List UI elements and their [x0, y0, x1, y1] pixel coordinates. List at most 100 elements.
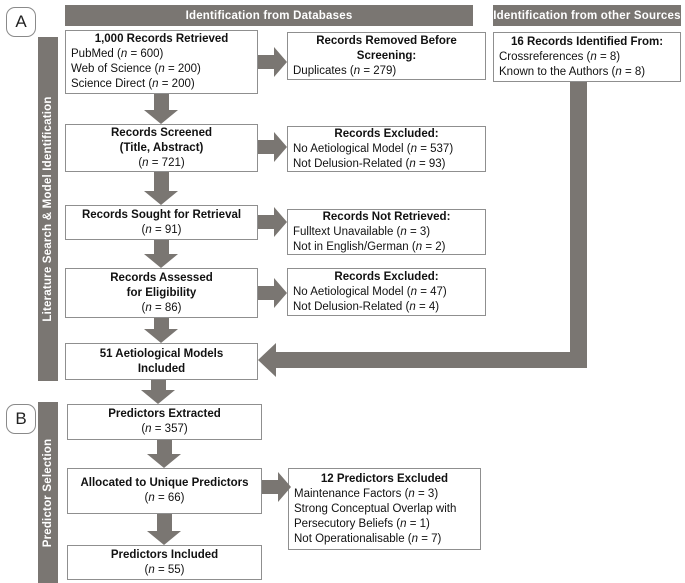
arrow-head	[144, 191, 178, 205]
down-arrow-icon	[144, 240, 178, 268]
connector-vertical-segment	[570, 82, 587, 368]
box-line: No Aetiological Model (n = 47)	[293, 285, 447, 298]
arrow-shaft	[258, 55, 274, 69]
sidebar-predictor-selection: Predictor Selection	[38, 402, 58, 583]
box-line: Not in English/German (n = 2)	[293, 240, 446, 253]
box-records-excluded-eligibility: Records Excluded: No Aetiological Model …	[287, 268, 486, 316]
right-arrow-icon	[262, 472, 291, 502]
arrow-head	[147, 531, 181, 545]
box-line: Fulltext Unavailable (n = 3)	[293, 225, 431, 238]
arrow-shaft	[258, 215, 274, 229]
arrow-head	[141, 390, 175, 404]
arrow-head	[274, 47, 287, 77]
arrow-shaft	[258, 140, 274, 154]
panel-b-badge: B	[6, 404, 36, 434]
box-records-retrieved: 1,000 Records Retrieved PubMed (n = 600)…	[65, 30, 258, 94]
arrow-head	[147, 454, 181, 468]
box-line: Strong Conceptual Overlap with	[294, 502, 457, 515]
header-identification-from-other-sources: Identification from other Sources	[493, 5, 681, 26]
box-title: for Eligibility	[126, 286, 197, 299]
box-line: Not Delusion-Related (n = 93)	[293, 157, 446, 170]
arrow-head	[144, 254, 178, 268]
arrow-shaft	[150, 380, 166, 390]
arrow-head	[274, 278, 287, 308]
box-title: Records Not Retrieved:	[322, 210, 451, 223]
right-arrow-icon	[258, 207, 287, 237]
box-aetiological-models-included: 51 Aetiological Models Included	[65, 343, 258, 380]
box-line: (n = 66)	[144, 492, 185, 504]
box-title: 51 Aetiological Models	[99, 347, 224, 360]
box-title: Allocated to Unique Predictors	[80, 477, 249, 489]
box-line: (n = 91)	[141, 223, 182, 236]
box-line: (n = 721)	[138, 156, 185, 169]
box-line: Persecutory Beliefs (n = 1)	[294, 517, 430, 530]
box-title: Records Excluded:	[334, 270, 439, 283]
arrow-shaft	[156, 514, 172, 531]
header-identification-from-databases: Identification from Databases	[65, 5, 473, 26]
box-line: Not Operationalisable (n = 7)	[294, 532, 442, 545]
box-predictors-extracted: Predictors Extracted (n = 357)	[67, 404, 262, 440]
box-line: Science Direct (n = 200)	[71, 78, 195, 90]
box-line: Not Delusion-Related (n = 4)	[293, 300, 440, 313]
right-arrow-icon	[258, 132, 287, 162]
down-arrow-icon	[147, 440, 181, 468]
box-title: Screening:	[356, 49, 417, 62]
down-arrow-icon	[147, 514, 181, 545]
sidebar-literature-search-label: Literature Search & Model Identification	[42, 96, 54, 322]
box-line: Duplicates (n = 279)	[293, 64, 397, 77]
box-allocated-unique-predictors: Allocated to Unique Predictors (n = 66)	[67, 468, 262, 514]
arrow-shaft	[153, 240, 169, 254]
box-line: Maintenance Factors (n = 3)	[294, 487, 439, 500]
box-predictors-excluded: 12 Predictors Excluded Maintenance Facto…	[288, 468, 481, 550]
sidebar-predictor-selection-label: Predictor Selection	[42, 438, 54, 547]
down-arrow-icon	[141, 380, 175, 404]
right-arrow-icon	[258, 278, 287, 308]
box-records-excluded-screening: Records Excluded: No Aetiological Model …	[287, 126, 486, 172]
box-line: Known to the Authors (n = 8)	[499, 65, 646, 78]
arrow-shaft	[153, 172, 169, 191]
arrow-shaft	[156, 440, 172, 454]
box-title: 16 Records Identified From:	[510, 35, 664, 48]
connector-horizontal-segment	[275, 352, 587, 368]
down-arrow-icon	[144, 172, 178, 205]
arrow-head	[278, 472, 291, 502]
box-title: Predictors Extracted	[108, 408, 221, 420]
arrow-head	[144, 110, 178, 124]
box-title: Predictors Included	[110, 548, 219, 561]
box-records-not-retrieved: Records Not Retrieved: Fulltext Unavaila…	[287, 209, 486, 255]
arrow-shaft	[153, 94, 169, 110]
box-records-identified-other-sources: 16 Records Identified From: Crossreferen…	[493, 32, 681, 82]
box-records-screened: Records Screened (Title, Abstract) (n = …	[65, 124, 258, 172]
box-title: Records Screened	[111, 126, 212, 139]
box-title: Records Removed Before	[316, 34, 457, 47]
box-title: 12 Predictors Excluded	[320, 472, 449, 485]
arrow-shaft	[258, 286, 274, 300]
arrow-head	[274, 132, 287, 162]
box-title: Records Excluded:	[334, 127, 439, 140]
box-title: Records Assessed	[110, 271, 213, 284]
arrow-shaft	[153, 318, 169, 329]
box-line: No Aetiological Model (n = 537)	[293, 142, 454, 155]
left-arrow-head-icon	[258, 343, 276, 377]
arrow-shaft	[262, 480, 278, 494]
box-records-sought-retrieval: Records Sought for Retrieval (n = 91)	[65, 205, 258, 240]
down-arrow-icon	[144, 94, 178, 124]
arrow-head	[144, 329, 178, 343]
box-line: PubMed (n = 600)	[71, 48, 164, 60]
panel-a-badge: A	[6, 7, 36, 37]
arrow-head	[274, 207, 287, 237]
box-title: 1,000 Records Retrieved	[94, 33, 229, 45]
box-title: (Title, Abstract)	[119, 141, 204, 154]
down-arrow-icon	[144, 318, 178, 343]
right-arrow-icon	[258, 47, 287, 77]
box-line: (n = 55)	[144, 563, 185, 576]
box-line: (n = 357)	[141, 423, 188, 435]
box-line: Web of Science (n = 200)	[71, 63, 201, 75]
box-title: Included	[137, 362, 186, 375]
box-records-removed-before-screening: Records Removed Before Screening: Duplic…	[287, 32, 486, 80]
box-line: (n = 86)	[141, 301, 182, 314]
box-records-assessed-eligibility: Records Assessed for Eligibility (n = 86…	[65, 268, 258, 318]
box-predictors-included: Predictors Included (n = 55)	[67, 545, 262, 580]
box-line: Crossreferences (n = 8)	[499, 50, 621, 63]
